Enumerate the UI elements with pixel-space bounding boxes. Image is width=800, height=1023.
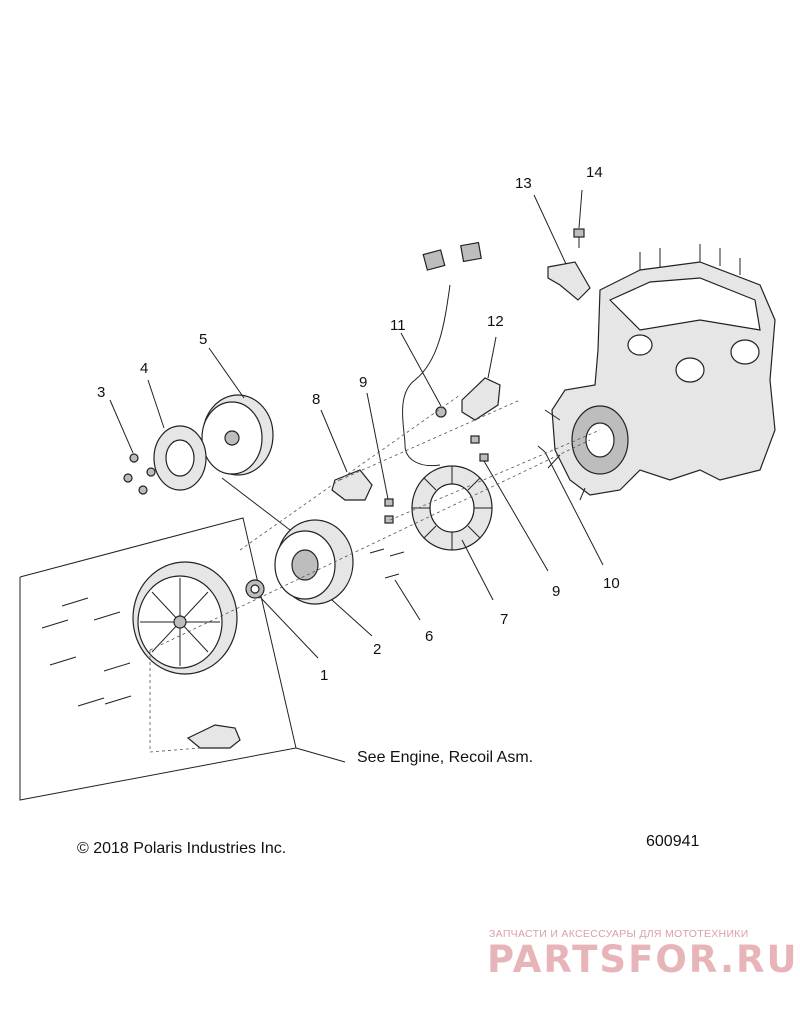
- recoil-group-bracket: [19, 517, 346, 801]
- part-7-stator: [411, 465, 494, 601]
- engine-block: [544, 244, 776, 501]
- callout-13: 13: [515, 175, 532, 192]
- callout-6: 6: [425, 628, 433, 645]
- callout-12: 12: [487, 313, 504, 330]
- callout-5: 5: [199, 331, 207, 348]
- part-13-sensor-bracket: [533, 194, 591, 301]
- callout-2: 2: [373, 641, 381, 658]
- part-4-hub: [147, 379, 207, 491]
- recoil-bolts: [41, 597, 132, 707]
- callout-9-lower: 9: [552, 583, 560, 600]
- part-3-bolts: [109, 399, 156, 495]
- part-2-flywheel: [221, 477, 373, 637]
- callout-7: 7: [500, 611, 508, 628]
- part-1-nut: [245, 579, 319, 659]
- callout-1: 1: [320, 667, 328, 684]
- copyright-text: © 2018 Polaris Industries Inc.: [77, 840, 287, 857]
- part-10-pin: [537, 445, 604, 566]
- callout-11: 11: [390, 317, 406, 334]
- callout-4: 4: [140, 360, 148, 377]
- part-5-flywheel-plate: [201, 347, 274, 476]
- part-12-connector: [461, 336, 501, 421]
- part-6-bolts: [369, 548, 421, 621]
- diagram-number: 600941: [646, 833, 700, 850]
- callout-8: 8: [312, 391, 320, 408]
- watermark-brand: PARTSFOR.RU: [487, 938, 799, 981]
- part-14-bolt: [573, 189, 585, 248]
- callout-3: 3: [97, 384, 105, 401]
- callout-9-upper: 9: [359, 374, 367, 391]
- recoil-housing: [132, 561, 238, 675]
- watermark-tagline: ЗАПЧАСТИ И АКСЕССУАРЫ ДЛЯ МОТОТЕХНИКИ: [489, 928, 749, 940]
- part-9-screws: [366, 392, 549, 572]
- part-8-bracket: [320, 409, 373, 501]
- callout-10: 10: [603, 575, 620, 592]
- callout-14: 14: [586, 164, 603, 181]
- part-11-wiring-harness: [400, 241, 482, 467]
- alignment-lines: [149, 394, 601, 753]
- recoil-reference-note: See Engine, Recoil Asm.: [357, 749, 534, 766]
- recoil-handle: [186, 724, 241, 749]
